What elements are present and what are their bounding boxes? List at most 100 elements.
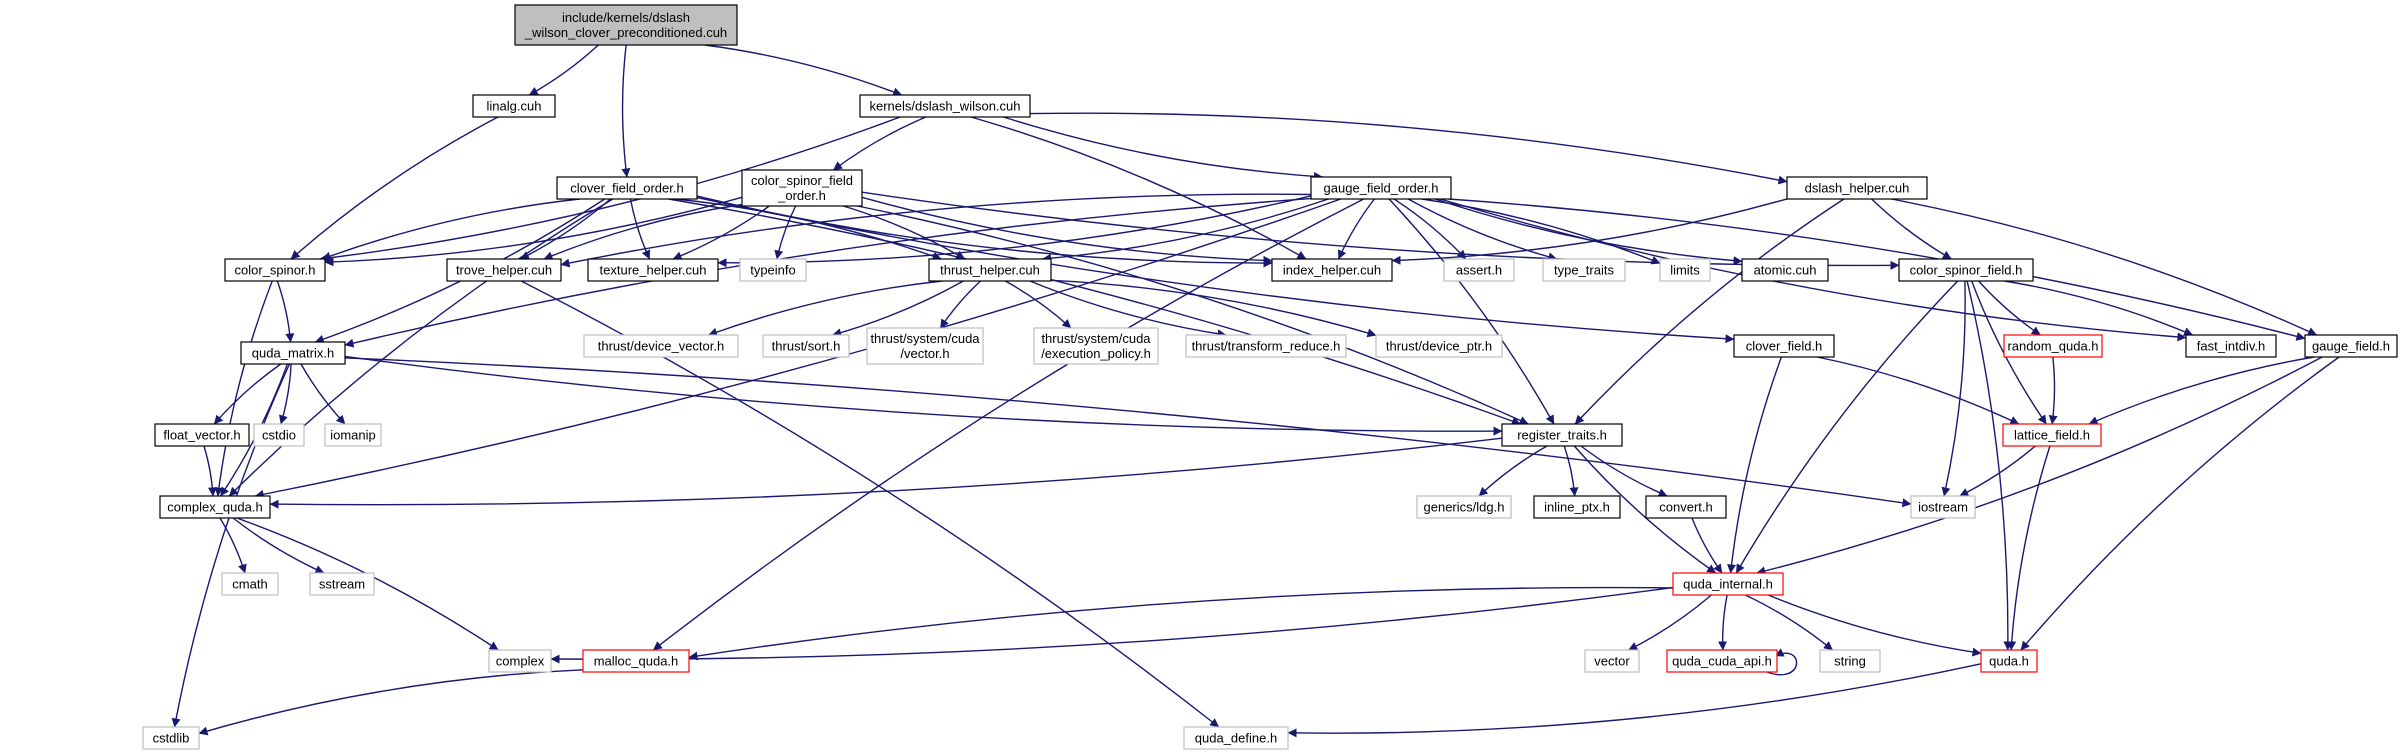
- edge-quda_matrix-to-iostream: [344, 357, 1912, 508]
- edge-color_spinor-to-complex_quda: [214, 280, 273, 497]
- node-label: cstdlib: [153, 731, 190, 746]
- node-trove_helper[interactable]: trove_helper.cuh: [446, 258, 562, 282]
- node-sstream[interactable]: sstream: [309, 572, 375, 596]
- node-label: atomic.cuh: [1754, 263, 1817, 278]
- node-thrust_device_vector[interactable]: thrust/device_vector.h: [583, 334, 739, 358]
- node-thrust_helper[interactable]: thrust_helper.cuh: [928, 258, 1052, 282]
- node-iostream[interactable]: iostream: [1910, 495, 1976, 519]
- node-label: quda_internal.h: [1683, 577, 1773, 592]
- node-lattice_field[interactable]: lattice_field.h: [2002, 423, 2102, 447]
- edge-dslash_wilson-to-gauge_field_order: [1003, 116, 1323, 181]
- node-color_spinor[interactable]: color_spinor.h: [224, 258, 326, 282]
- node-fast_intdiv[interactable]: fast_intdiv.h: [2185, 334, 2277, 358]
- node-box: [159, 495, 271, 519]
- node-root[interactable]: include/kernels/dslash_wilson_clover_pre…: [514, 4, 738, 46]
- node-label: convert.h: [1659, 500, 1712, 515]
- node-label: iostream: [1918, 500, 1968, 515]
- node-box: [1533, 495, 1621, 519]
- node-type_traits[interactable]: type_traits: [1542, 258, 1626, 282]
- edge-thrust_helper-to-thrust_sort: [832, 280, 964, 338]
- edge-color_spinor_field-to-random_quda: [1978, 280, 2041, 336]
- edge-dslash_helper-to-register_traits: [1574, 198, 1845, 425]
- node-clover_field[interactable]: clover_field.h: [1733, 334, 1835, 358]
- node-convert[interactable]: convert.h: [1645, 495, 1727, 519]
- node-color_spinor_field[interactable]: color_spinor_field.h: [1898, 258, 2034, 282]
- node-iomanip[interactable]: iomanip: [324, 423, 382, 447]
- node-malloc_quda[interactable]: malloc_quda.h: [582, 649, 690, 673]
- node-texture_helper[interactable]: texture_helper.cuh: [587, 258, 719, 282]
- node-index_helper[interactable]: index_helper.cuh: [1271, 258, 1393, 282]
- node-float_vector[interactable]: float_vector.h: [154, 423, 250, 447]
- node-thrust_cuda_exec[interactable]: thrust/system/cuda/execution_policy.h: [1033, 327, 1159, 365]
- node-label: clover_field_order.h: [570, 181, 683, 196]
- node-quda_matrix[interactable]: quda_matrix.h: [240, 341, 346, 365]
- node-complex[interactable]: complex: [488, 649, 552, 673]
- node-quda_cuda_api[interactable]: quda_cuda_api.h: [1666, 649, 1778, 673]
- node-label: thrust_helper.cuh: [940, 263, 1040, 278]
- node-gauge_field_order[interactable]: gauge_field_order.h: [1310, 176, 1452, 200]
- node-gauge_field[interactable]: gauge_field.h: [2304, 334, 2398, 358]
- edge-lattice_field-to-iostream: [1959, 445, 2036, 497]
- edge-color_spinor_field_order-to-color_spinor: [324, 196, 743, 267]
- node-label: vector: [1594, 654, 1630, 669]
- edge-gauge_field-to-quda_internal: [1756, 356, 2323, 576]
- node-label: thrust/system/cuda: [870, 331, 980, 346]
- node-thrust_transform_reduce[interactable]: thrust/transform_reduce.h: [1185, 334, 1347, 358]
- edge-quda_matrix-to-cstdlib: [171, 363, 291, 728]
- node-generics_ldg[interactable]: generics/ldg.h: [1416, 495, 1512, 519]
- node-label: complex: [496, 654, 545, 669]
- node-thrust_device_ptr[interactable]: thrust/device_ptr.h: [1375, 334, 1503, 358]
- node-limits[interactable]: limits: [1659, 258, 1711, 282]
- node-register_traits[interactable]: register_traits.h: [1501, 423, 1623, 447]
- node-label: gauge_field_order.h: [1324, 181, 1439, 196]
- edge-gauge_field_order-to-atomic: [1434, 198, 1743, 266]
- edge-gauge_field_order-to-register_traits: [1388, 198, 1555, 425]
- node-inline_ptx[interactable]: inline_ptx.h: [1533, 495, 1621, 519]
- node-thrust_cuda_vector[interactable]: thrust/system/cuda/vector.h: [866, 327, 984, 365]
- node-label: thrust/device_vector.h: [598, 339, 724, 354]
- node-assert[interactable]: assert.h: [1443, 258, 1515, 282]
- node-box: [1501, 423, 1623, 447]
- node-string[interactable]: string: [1819, 649, 1881, 673]
- node-complex_quda[interactable]: complex_quda.h: [159, 495, 271, 519]
- node-box: [762, 334, 850, 358]
- edge-gauge_field_order-to-index_helper: [1337, 198, 1375, 260]
- node-quda_h[interactable]: quda.h: [1980, 649, 2038, 673]
- node-box: [1310, 176, 1452, 200]
- node-cmath[interactable]: cmath: [221, 572, 279, 596]
- node-quda_internal[interactable]: quda_internal.h: [1672, 572, 1784, 596]
- node-random_quda[interactable]: random_quda.h: [2003, 334, 2103, 358]
- node-dslash_wilson[interactable]: kernels/dslash_wilson.cuh: [859, 94, 1031, 118]
- node-box: [2185, 334, 2277, 358]
- node-thrust_sort[interactable]: thrust/sort.h: [762, 334, 850, 358]
- edge-gauge_field-to-quda_h: [2020, 356, 2340, 651]
- node-label: type_traits: [1554, 263, 1614, 278]
- node-color_spinor_field_order[interactable]: color_spinor_field_order.h: [741, 169, 863, 207]
- node-label: sstream: [319, 577, 365, 592]
- node-box: [582, 649, 690, 673]
- node-label: cmath: [232, 577, 267, 592]
- node-box: [1819, 649, 1881, 673]
- node-typeinfo[interactable]: typeinfo: [739, 258, 807, 282]
- edge-quda_cuda_api-to-quda_cuda_api: [1766, 648, 1798, 676]
- edge-random_quda-to-lattice_field: [2048, 356, 2058, 425]
- edge-thrust_helper-to-thrust_transform_reduce: [1029, 280, 1227, 339]
- node-dslash_helper[interactable]: dslash_helper.cuh: [1786, 176, 1928, 200]
- node-box: [741, 169, 863, 207]
- node-label: typeinfo: [750, 263, 796, 278]
- node-quda_define[interactable]: quda_define.h: [1183, 726, 1289, 750]
- node-label: texture_helper.cuh: [600, 263, 707, 278]
- node-atomic[interactable]: atomic.cuh: [1741, 258, 1829, 282]
- edge-clover_field-to-quda_internal: [1727, 356, 1783, 574]
- edge-convert-to-quda_internal: [1691, 517, 1723, 574]
- node-box: [1271, 258, 1393, 282]
- node-box: [556, 176, 698, 200]
- edge-thrust_helper-to-thrust_cuda_vector: [939, 280, 982, 329]
- node-cstdlib[interactable]: cstdlib: [142, 726, 200, 750]
- node-label: /execution_policy.h: [1041, 346, 1151, 361]
- node-cstdio[interactable]: cstdio: [253, 423, 305, 447]
- node-vector[interactable]: vector: [1584, 649, 1640, 673]
- node-linalg[interactable]: linalg.cuh: [472, 94, 556, 118]
- node-clover_field_order[interactable]: clover_field_order.h: [556, 176, 698, 200]
- node-box: [1741, 258, 1829, 282]
